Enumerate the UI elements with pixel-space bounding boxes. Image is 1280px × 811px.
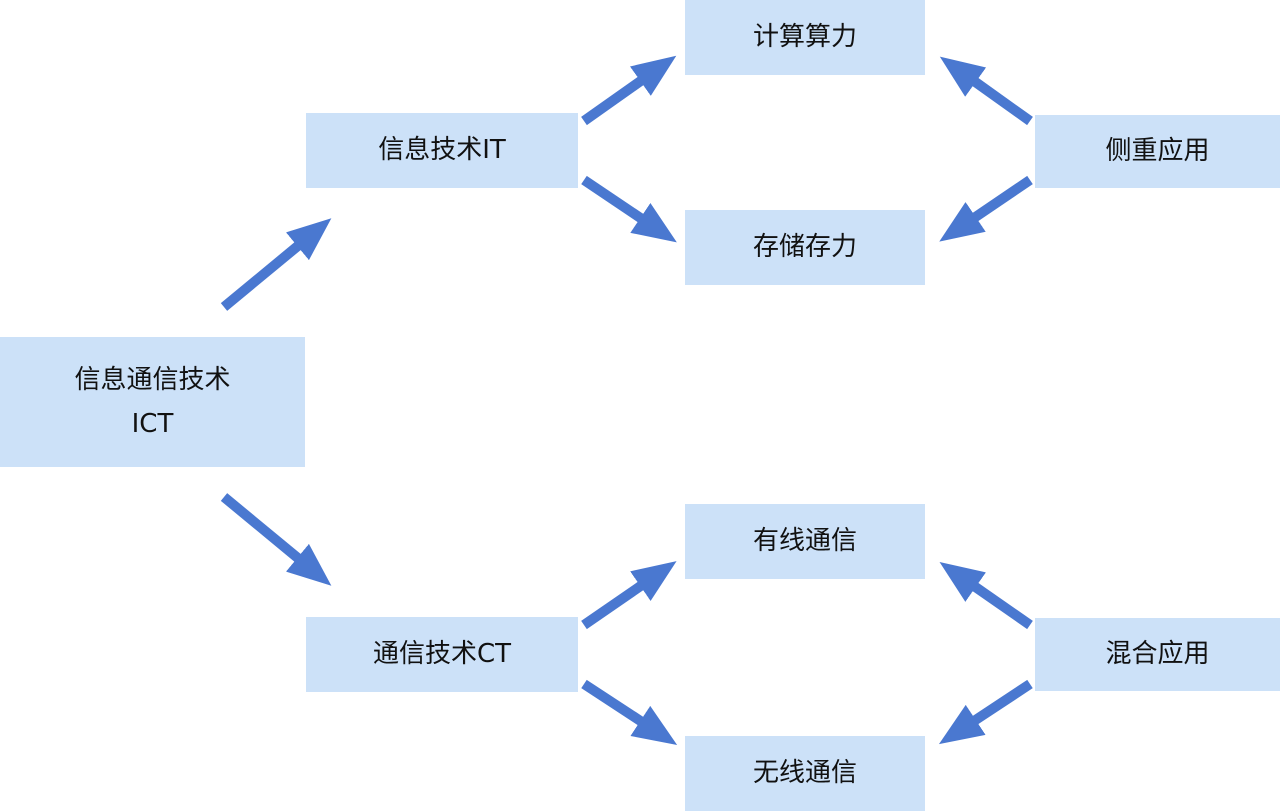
ict-node-label: 信息通信技术	[74, 364, 231, 395]
arrow-it-to-compute	[581, 55, 677, 126]
wired-node: 有线通信	[685, 504, 925, 579]
storage-node-label: 存储存力	[752, 232, 857, 263]
mixed-app-node: 混合应用	[1035, 618, 1280, 691]
arrow-it-to-storage	[581, 175, 677, 243]
focus-app-node-label: 侧重应用	[1105, 136, 1210, 167]
arrow-mixed-to-wired	[939, 561, 1033, 630]
arrow-ct-to-wireless	[581, 679, 678, 746]
arrow-focus-to-storage	[939, 175, 1033, 242]
arrow-ict-to-ct	[220, 493, 332, 586]
arrow-ct-to-wired	[581, 561, 677, 630]
wireless-node-label: 无线通信	[752, 758, 857, 789]
wired-node-label: 有线通信	[752, 526, 857, 557]
it-node: 信息技术IT	[306, 113, 578, 188]
arrow-ict-to-it	[220, 218, 332, 311]
ict-node-abbr: ICT	[131, 409, 174, 439]
arrow-mixed-to-wireless	[938, 679, 1033, 745]
it-node-label: 信息技术IT	[378, 135, 506, 166]
ct-node: 通信技术CT	[306, 617, 578, 692]
ct-node-label: 通信技术CT	[372, 639, 512, 670]
mixed-app-node-label: 混合应用	[1105, 639, 1210, 670]
compute-node: 计算算力	[685, 0, 925, 75]
focus-app-node: 侧重应用	[1035, 115, 1280, 188]
compute-node-label: 计算算力	[752, 22, 857, 53]
wireless-node: 无线通信	[685, 736, 925, 811]
ict-node: 信息通信技术 ICT	[0, 337, 305, 467]
arrow-focus-to-compute	[939, 56, 1033, 126]
storage-node: 存储存力	[685, 210, 925, 285]
